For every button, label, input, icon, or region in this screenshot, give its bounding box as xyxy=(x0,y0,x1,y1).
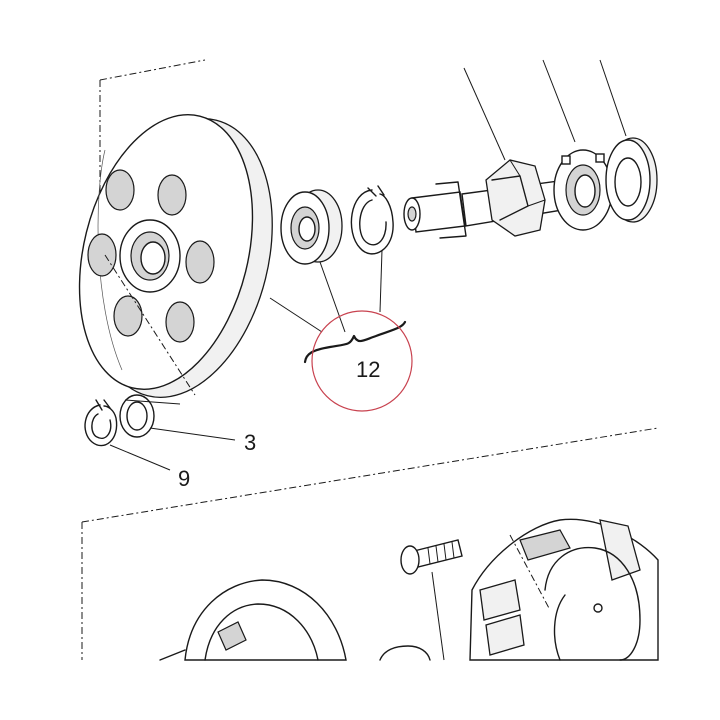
leader-lines-top xyxy=(463,59,627,161)
hex-nut xyxy=(485,159,546,237)
lock-washer xyxy=(553,149,613,231)
callout-label-3: 3 xyxy=(244,430,256,455)
ball-bearing xyxy=(280,189,343,265)
lower-right-housing xyxy=(379,518,659,661)
callout-label-9: 9 xyxy=(178,466,190,491)
small-washer xyxy=(119,394,155,438)
drum-holes xyxy=(87,169,215,343)
small-circlip xyxy=(84,399,118,447)
clutch-drum xyxy=(78,114,273,398)
bolt xyxy=(400,539,463,661)
frame-bottom xyxy=(81,427,659,660)
callout-12-bracket xyxy=(269,249,407,364)
lower-left-assembly xyxy=(159,579,347,661)
drum-hub xyxy=(119,219,181,293)
flat-washer xyxy=(605,137,658,223)
highlight-circle xyxy=(311,310,413,412)
leader-lines-small xyxy=(109,399,236,471)
snap-ring xyxy=(350,185,394,255)
callout-label-12: 12 xyxy=(356,357,380,382)
